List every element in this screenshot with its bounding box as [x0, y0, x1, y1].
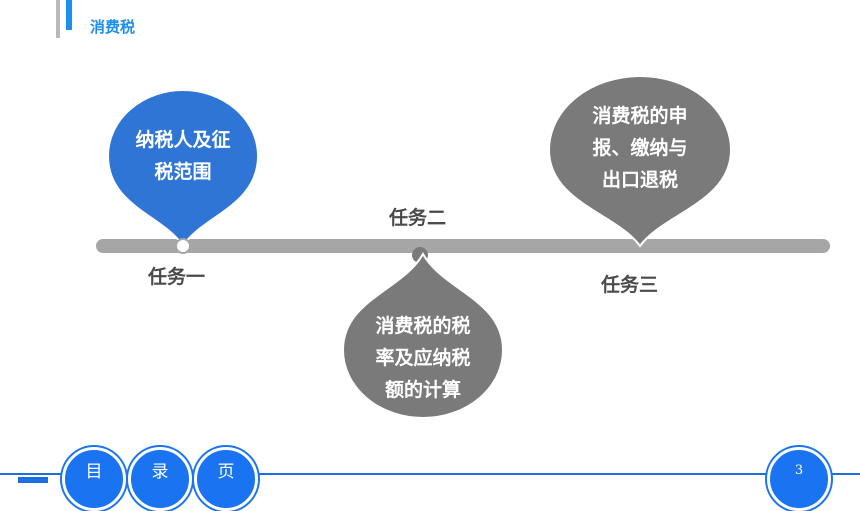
task1-bubble-line2: 税范围 [154, 161, 212, 183]
page-title: 消费税 [90, 18, 136, 36]
footer-accent [18, 477, 48, 483]
task1-bubble-line1: 纳税人及征 [135, 129, 231, 151]
nav-button-mu[interactable]: 目 [62, 447, 126, 511]
header-accent-gray [56, 0, 60, 38]
task2-bubble-shape [341, 251, 505, 419]
task1-marker [175, 238, 191, 254]
task1-label: 任务一 [148, 266, 206, 288]
task3-bubble-line1: 消费税的申 [592, 105, 688, 127]
task3-bubble: 消费税的申 报、缴纳与 出口退税 [545, 72, 735, 252]
task2-bubble-line1: 消费税的税 [375, 315, 471, 337]
task3-bubble-shape [547, 75, 733, 248]
footer-line [0, 473, 860, 475]
task2-bubble-line2: 率及应纳税 [375, 347, 471, 369]
task2-bubble: 消费税的税 率及应纳税 额的计算 [339, 250, 507, 420]
header-accent-blue [66, 0, 72, 30]
timeline-bar [96, 239, 830, 253]
task1-bubble-shape [106, 89, 260, 248]
task3-label: 任务三 [601, 274, 659, 296]
task3-bubble-line2: 报、缴纳与 [592, 137, 688, 159]
task2-label: 任务二 [389, 207, 447, 229]
page-number: 3 [767, 447, 831, 511]
task1-bubble: 纳税人及征 税范围 [104, 86, 262, 250]
task2-bubble-line3: 额的计算 [384, 379, 461, 401]
nav-button-lu[interactable]: 录 [128, 447, 192, 511]
task3-bubble-line3: 出口退税 [601, 169, 678, 191]
nav-button-ye[interactable]: 页 [194, 447, 258, 511]
